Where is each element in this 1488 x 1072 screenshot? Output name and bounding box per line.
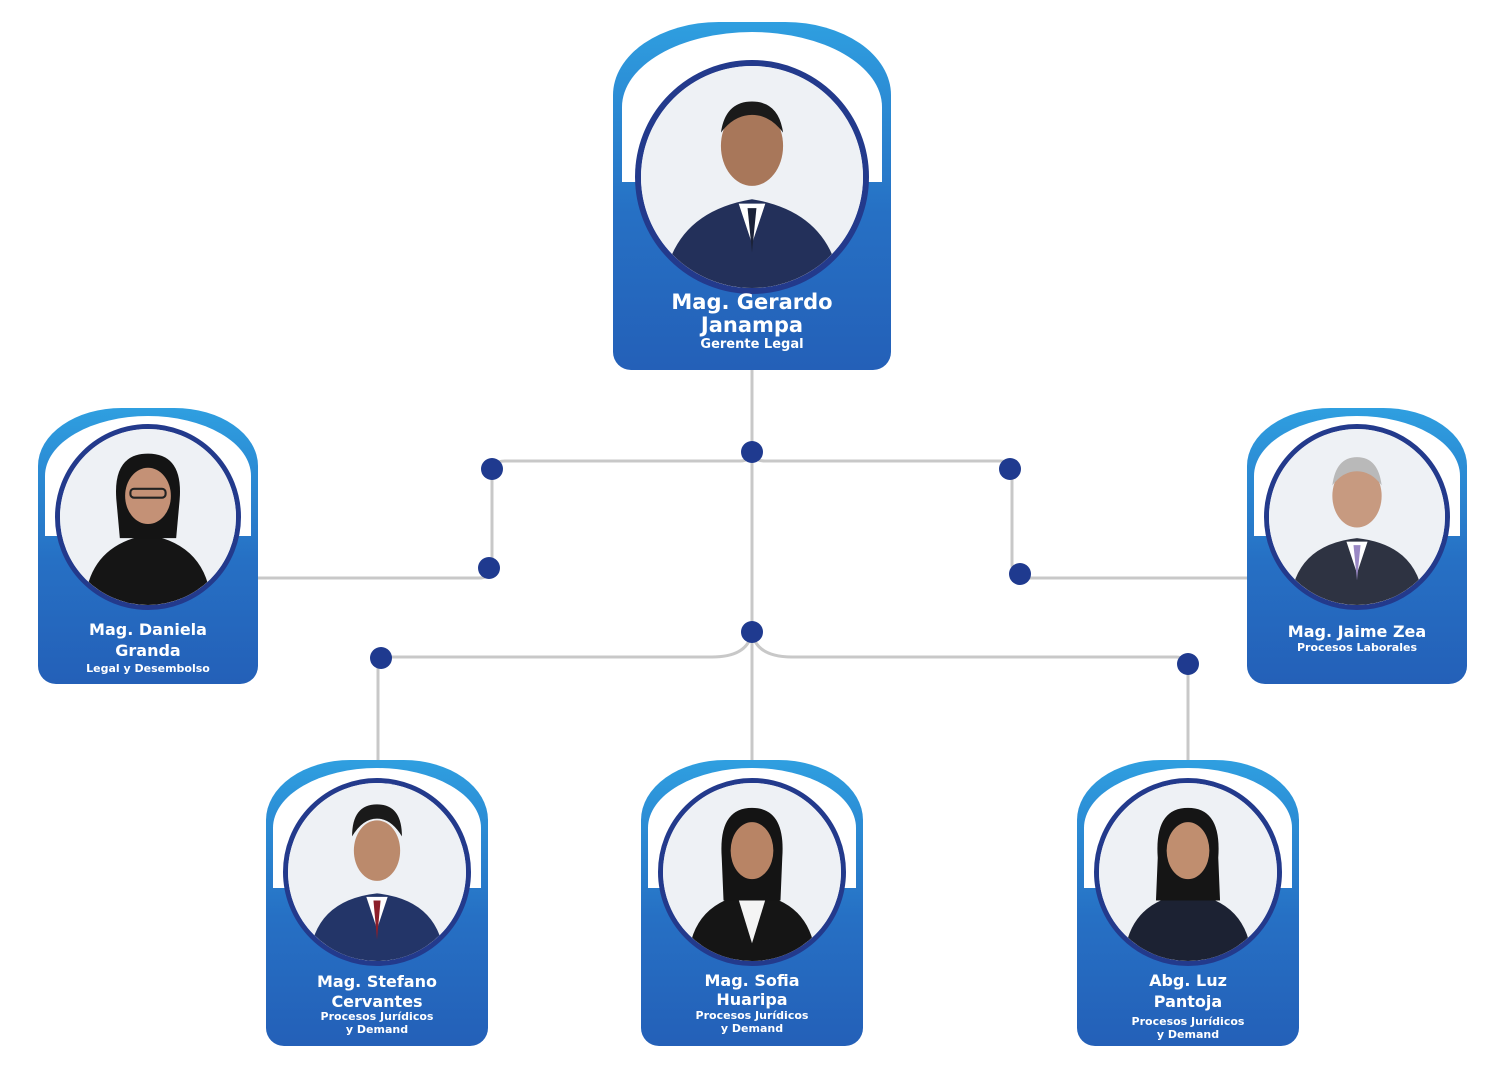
person-role: y Demand <box>720 1022 784 1035</box>
node-dot <box>1177 653 1199 675</box>
person-name: Huaripa <box>716 990 788 1009</box>
card-sofia-huaripa: Mag. Sofia Huaripa Procesos Jurídicos y … <box>641 760 863 1046</box>
person-portrait-icon <box>288 783 466 961</box>
person-role: Legal y Desembolso <box>86 662 210 675</box>
avatar <box>1094 778 1282 966</box>
person-role: y Demand <box>345 1023 409 1036</box>
person-name: Mag. Daniela <box>89 620 207 639</box>
person-role: Procesos Jurídicos <box>1131 1015 1245 1028</box>
avatar <box>283 778 471 966</box>
person-name: Janampa <box>700 313 804 337</box>
person-portrait-icon <box>663 783 841 961</box>
node-dot <box>741 621 763 643</box>
card-daniela-granda: Mag. Daniela Granda Legal y Desembolso <box>38 408 258 684</box>
branch-left-upper <box>258 451 754 580</box>
person-portrait-icon <box>641 66 863 288</box>
person-portrait-icon <box>1099 783 1277 961</box>
avatar <box>55 424 241 610</box>
node-dot <box>481 458 503 480</box>
avatar <box>1264 424 1450 610</box>
person-name: Mag. Jaime Zea <box>1287 622 1427 641</box>
node-dot <box>478 557 500 579</box>
node-dot <box>999 458 1021 480</box>
node-dot <box>1009 563 1031 585</box>
person-name: Mag. Stefano <box>317 972 437 991</box>
person-name: Granda <box>115 641 181 660</box>
node-dot <box>741 441 763 463</box>
person-name: Mag. Gerardo <box>671 290 833 314</box>
card-stefano-cervantes: Mag. Stefano Cervantes Procesos Jurídico… <box>266 760 488 1046</box>
person-role: Gerente Legal <box>700 337 804 352</box>
branch-left-lower <box>376 631 754 762</box>
person-role: Procesos Jurídicos <box>320 1010 434 1023</box>
avatar <box>658 778 846 966</box>
person-role: Procesos Jurídicos <box>695 1009 809 1022</box>
card-jaime-zea: Mag. Jaime Zea Procesos Laborales <box>1247 408 1467 684</box>
branch-right-lower <box>750 631 1190 762</box>
person-name: Cervantes <box>331 992 423 1011</box>
person-name: Abg. Luz <box>1149 971 1227 990</box>
card-luz-pantoja: Abg. Luz Pantoja Procesos Jurídicos y De… <box>1077 760 1299 1046</box>
person-role: y Demand <box>1156 1028 1220 1041</box>
avatar <box>635 60 869 294</box>
node-dot <box>370 647 392 669</box>
person-portrait-icon <box>1269 429 1445 605</box>
person-name: Pantoja <box>1153 992 1223 1011</box>
card-gerardo-janampa: Mag. Gerardo Janampa Gerente Legal <box>613 22 891 370</box>
person-role: Procesos Laborales <box>1297 641 1417 654</box>
person-portrait-icon <box>60 429 236 605</box>
person-name: Mag. Sofia <box>704 971 800 990</box>
